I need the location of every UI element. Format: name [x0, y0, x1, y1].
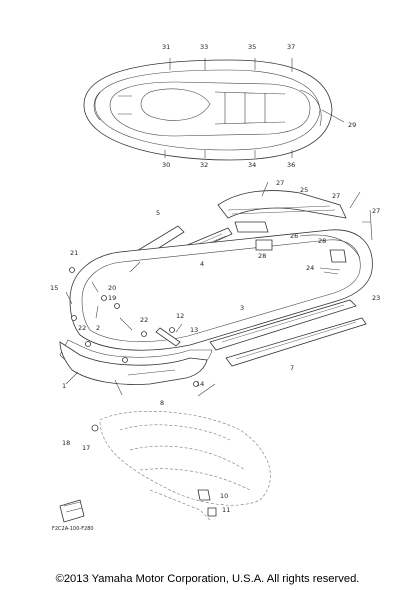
callout-30: 30	[162, 161, 170, 169]
callout-1: 1	[62, 382, 66, 390]
callout-33: 33	[200, 43, 208, 51]
callout-13: 13	[190, 326, 198, 334]
callout-32: 32	[200, 161, 208, 169]
callout-3: 3	[240, 304, 244, 312]
callout-4: 4	[200, 260, 204, 268]
callout-24: 24	[306, 264, 314, 272]
callout-2: 2	[96, 324, 100, 332]
callout-31: 31	[162, 43, 170, 51]
callout-19: 19	[108, 294, 116, 302]
callout-27c: 27	[372, 207, 380, 215]
callout-8: 8	[160, 399, 164, 407]
callout-10: 10	[220, 492, 228, 500]
callout-23: 23	[372, 294, 380, 302]
drawing-code: F2C2A-100-F280	[52, 526, 94, 532]
callout-7: 7	[290, 364, 294, 372]
callout-22a: 22	[78, 324, 86, 332]
callout-numbers: 31 33 35 37 29 30 32 34 36 27 25 5 27 26…	[50, 43, 380, 532]
callout-28a: 28	[258, 252, 266, 260]
callout-22b: 22	[140, 316, 148, 324]
callout-26: 26	[290, 232, 298, 240]
callout-21: 21	[70, 249, 78, 257]
leader-lines	[65, 281, 216, 397]
callout-35: 35	[248, 43, 256, 51]
callout-36: 36	[287, 161, 295, 169]
callout-27b: 27	[332, 192, 340, 200]
callout-12: 12	[176, 312, 184, 320]
callout-17: 17	[82, 444, 90, 452]
callout-37: 37	[287, 43, 295, 51]
hardware	[69, 181, 373, 387]
callout-14: 14	[196, 380, 204, 388]
callout-11: 11	[222, 506, 230, 514]
callout-25: 25	[300, 186, 308, 194]
copyright-text: ©2013 Yamaha Motor Corporation, U.S.A. A…	[55, 573, 360, 585]
engine-compartment	[59, 410, 271, 523]
callout-5a: 5	[156, 209, 160, 217]
callout-27a: 27	[276, 179, 284, 187]
callout-34: 34	[248, 161, 256, 169]
callout-18: 18	[62, 439, 70, 447]
hull-top-view	[83, 58, 345, 161]
side-molding	[59, 229, 373, 396]
callout-29: 29	[348, 121, 356, 129]
callout-20: 20	[108, 284, 116, 292]
callout-28b: 28	[318, 237, 326, 245]
callout-15: 15	[50, 284, 58, 292]
